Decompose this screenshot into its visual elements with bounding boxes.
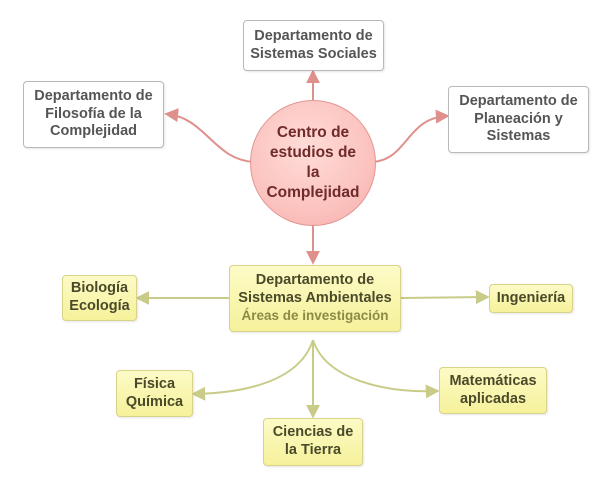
department-planeacion-line-1: Departamento de (459, 92, 578, 109)
connector-to-ingenieria (400, 290, 490, 305)
department-sistemas-sociales-line-2: Sistemas Sociales (250, 45, 377, 62)
department-filosofia-line-3: Complejidad (49, 123, 137, 140)
area-fisica-node[interactable]: Física Química (116, 370, 193, 417)
area-biologia-line-1: Biología (70, 280, 129, 297)
area-matematicas-node[interactable]: Matemáticas aplicadas (439, 367, 547, 414)
center-line-4: Complejidad (266, 184, 360, 202)
area-biologia-line-2: Ecología (69, 298, 130, 314)
area-fisica-line-2: Química (125, 393, 184, 410)
connector-center-to-filosofia (164, 108, 255, 163)
connector-center-to-planeacion (371, 109, 450, 163)
center-line-1: Centro de (276, 123, 350, 141)
area-fisica-line-1: Física (133, 375, 176, 392)
area-ciencias-tierra-line-1: Ciencias de (272, 424, 354, 441)
area-ciencias-tierra-line-2: la Tierra (284, 442, 342, 458)
area-ingenieria-node[interactable]: Ingeniería (489, 284, 573, 313)
department-ambientales-line-2: Sistemas Ambientales (238, 289, 392, 306)
area-biologia-node[interactable]: Biología Ecología (62, 275, 137, 321)
area-ciencias-tierra-node[interactable]: Ciencias de la Tierra (263, 418, 363, 466)
department-filosofia-node[interactable]: Departamento de Filosofía de la Compleji… (23, 81, 164, 148)
department-filosofia-line-1: Departamento de (34, 87, 153, 104)
department-planeacion-node[interactable]: Departamento de Planeación y Sistemas (448, 86, 589, 153)
area-matematicas-line-2: aplicadas (459, 390, 527, 407)
department-filosofia-line-2: Filosofía de la (45, 105, 142, 122)
department-sistemas-sociales-line-1: Departamento de (254, 27, 373, 44)
area-ingenieria-line-1: Ingeniería (496, 289, 566, 306)
center-line-3: la (306, 164, 320, 181)
center-line-2: estudios de (269, 143, 357, 161)
department-sistemas-sociales-node[interactable]: Departamento de Sistemas Sociales (243, 20, 384, 71)
department-ambientales-subtitle: Áreas de investigación (241, 308, 389, 324)
department-planeacion-line-2: Planeación y (474, 110, 563, 127)
center-complejidad-node[interactable]: Centro de estudios de la Complejidad (250, 100, 376, 226)
department-ambientales-line-1: Departamento de (255, 272, 375, 289)
area-matematicas-line-1: Matemáticas (449, 372, 537, 389)
connector-to-matematicas (312, 339, 440, 399)
connector-to-fisica (191, 339, 314, 401)
department-planeacion-line-3: Sistemas (486, 128, 551, 145)
department-ambientales-node[interactable]: Departamento de Sistemas Ambientales Áre… (229, 265, 401, 332)
